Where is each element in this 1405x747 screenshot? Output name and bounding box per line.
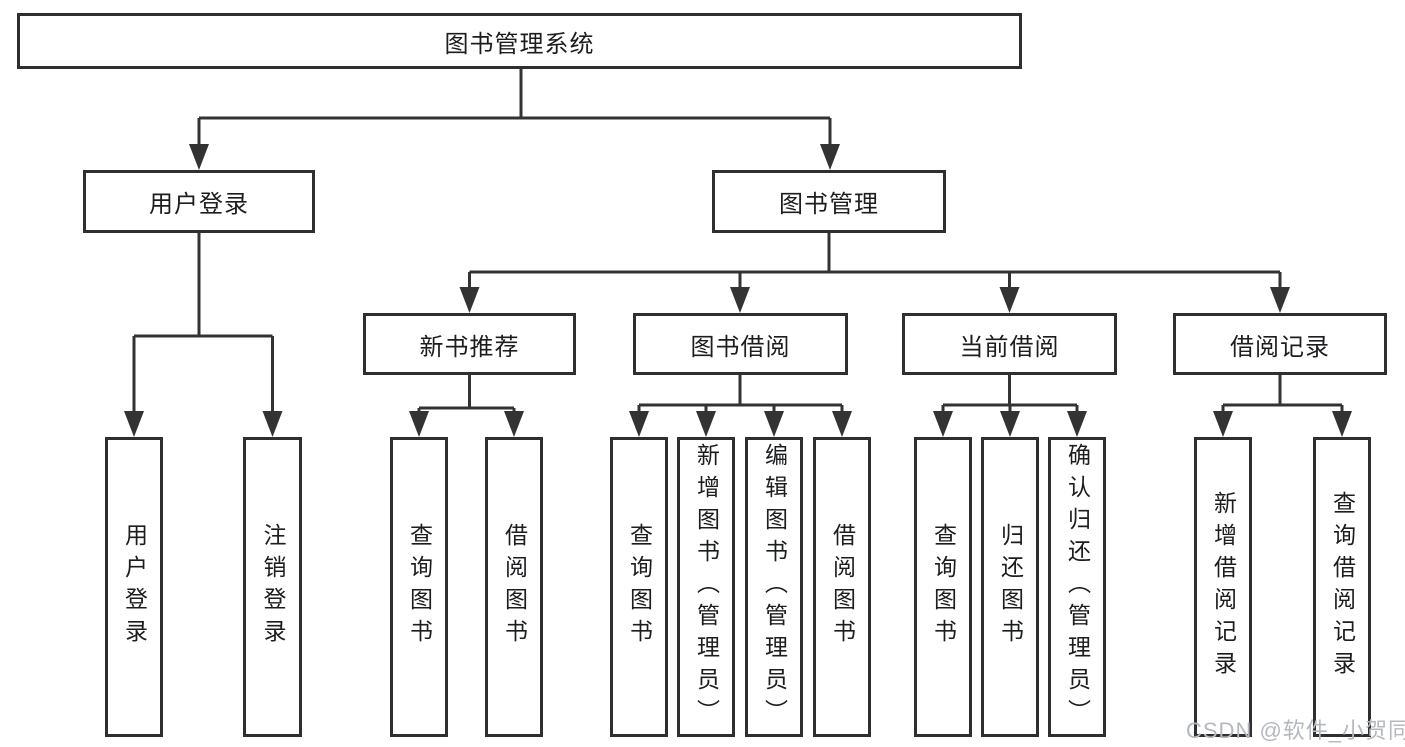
leaf-recommend-borrow-books: 借阅图书 — [485, 437, 543, 737]
leaf-add-borrow-record: 新增借阅记录 — [1194, 437, 1252, 737]
leaf-add-books-admin: 新增图书（管理员） — [677, 437, 735, 737]
leaf-current-query-books-label: 查询图书 — [930, 523, 957, 651]
leaf-confirm-return-admin-label: 确认归还（管理员） — [1064, 443, 1091, 731]
leaf-query-borrow-record-label: 查询借阅记录 — [1329, 491, 1356, 683]
leaf-add-books-admin-label: 新增图书（管理员） — [693, 443, 720, 731]
leaf-confirm-return-admin: 确认归还（管理员） — [1048, 437, 1106, 737]
node-book-borrow: 图书借阅 — [633, 313, 848, 375]
leaf-edit-books-admin-label: 编辑图书（管理员） — [761, 443, 788, 731]
leaf-logout: 注销登录 — [243, 437, 302, 737]
leaf-user-login-label: 用户登录 — [121, 523, 148, 651]
node-book-management: 图书管理 — [712, 170, 946, 233]
leaf-logout-label: 注销登录 — [260, 523, 286, 651]
node-user-login: 用户登录 — [83, 170, 315, 233]
node-new-book-recommend: 新书推荐 — [363, 313, 576, 375]
leaf-query-borrow-record: 查询借阅记录 — [1313, 437, 1371, 737]
node-root-library-management-system: 图书管理系统 — [17, 13, 1022, 69]
leaf-borrow-books: 借阅图书 — [813, 437, 871, 737]
leaf-recommend-borrow-books-label: 借阅图书 — [501, 523, 528, 651]
leaf-add-borrow-record-label: 新增借阅记录 — [1210, 491, 1237, 683]
leaf-return-books-label: 归还图书 — [997, 523, 1024, 651]
leaf-borrow-query-books-label: 查询图书 — [626, 523, 653, 651]
node-current-borrow: 当前借阅 — [902, 313, 1117, 375]
leaf-borrow-books-label: 借阅图书 — [829, 523, 856, 651]
leaf-recommend-query-books: 查询图书 — [390, 437, 448, 737]
node-borrow-records: 借阅记录 — [1173, 313, 1387, 375]
leaf-edit-books-admin: 编辑图书（管理员） — [745, 437, 803, 737]
leaf-current-query-books: 查询图书 — [914, 437, 972, 737]
arrowhead-icons — [124, 144, 1352, 437]
csdn-watermark: CSDN @软件_小贺同学 — [1186, 718, 1405, 743]
leaf-borrow-query-books: 查询图书 — [610, 437, 668, 737]
leaf-return-books: 归还图书 — [981, 437, 1039, 737]
leaf-recommend-query-books-label: 查询图书 — [406, 523, 433, 651]
leaf-user-login: 用户登录 — [105, 437, 163, 737]
